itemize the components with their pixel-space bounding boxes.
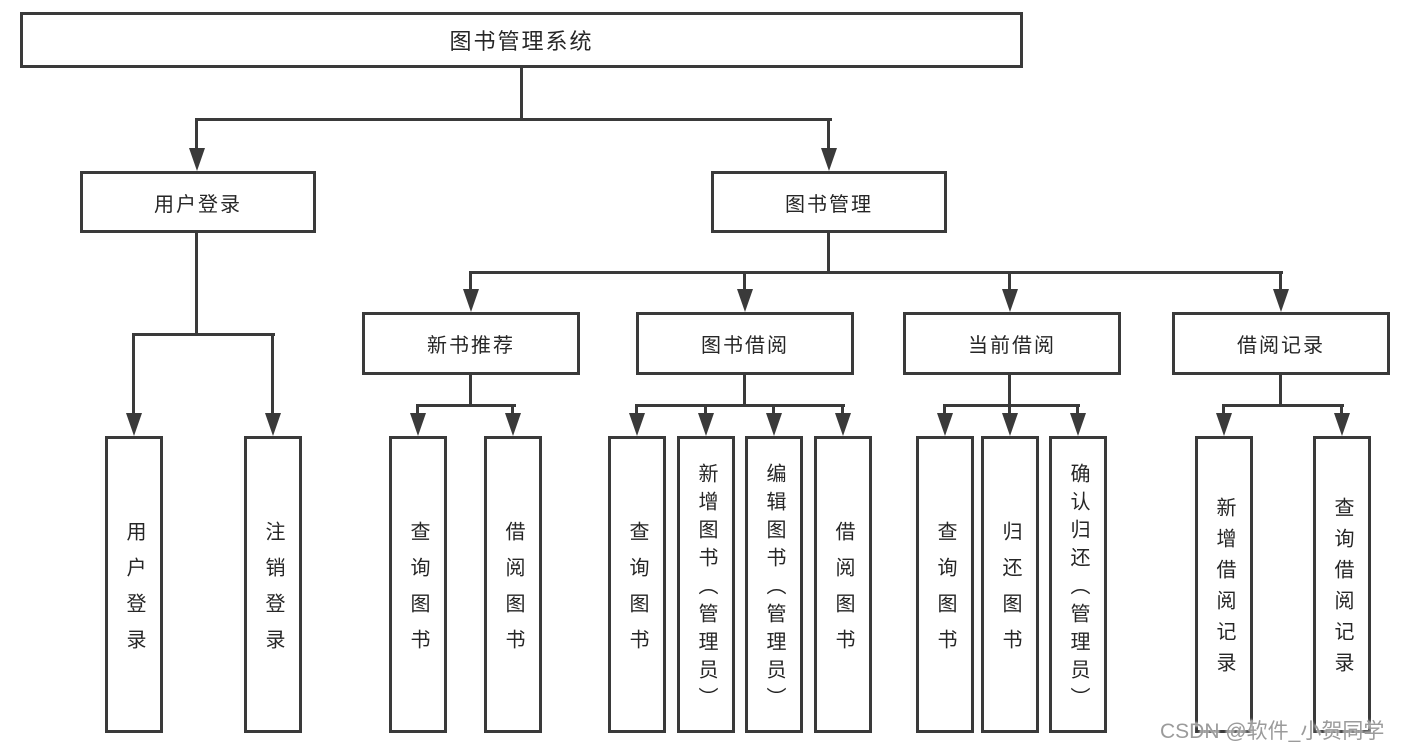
connector-line: [195, 233, 198, 336]
arrow-down-icon: [1002, 289, 1018, 312]
connector-line: [511, 406, 514, 416]
leaf-label: 查询图书: [626, 520, 648, 665]
arrow-down-icon: [126, 413, 142, 436]
connector-line: [943, 406, 946, 416]
node-book-mgmt: 图书管理: [711, 171, 947, 233]
connector-line: [704, 406, 707, 416]
leaf-records-query-record: 查询借阅记录: [1313, 436, 1371, 733]
leaf-label: 借阅图书: [832, 520, 854, 665]
leaf-label: 查询借阅记录: [1331, 497, 1353, 683]
leaf-label: 注销登录: [262, 520, 284, 665]
connector-line: [132, 335, 135, 415]
arrow-down-icon: [505, 413, 521, 436]
node-borrow-records: 借阅记录: [1172, 312, 1390, 375]
node-current-borrow: 当前借阅: [903, 312, 1121, 375]
arrow-down-icon: [1002, 413, 1018, 436]
leaf-label: 确认归还（管理员）: [1067, 462, 1089, 715]
connector-line: [195, 120, 198, 150]
connector-line: [1279, 273, 1282, 291]
connector-line: [772, 406, 775, 416]
arrow-down-icon: [265, 413, 281, 436]
connector-line: [1340, 406, 1343, 416]
arrow-down-icon: [1216, 413, 1232, 436]
leaf-label: 查询图书: [934, 520, 956, 665]
connector-line: [743, 273, 746, 291]
leaf-current-query-book: 查询图书: [916, 436, 974, 733]
arrow-down-icon: [835, 413, 851, 436]
arrow-down-icon: [698, 413, 714, 436]
leaf-label: 新增图书（管理员）: [695, 462, 717, 715]
connector-line: [1222, 406, 1225, 416]
node-root: 图书管理系统: [20, 12, 1023, 68]
connector-line: [1076, 406, 1079, 416]
connector-line: [1008, 375, 1011, 407]
arrow-down-icon: [1070, 413, 1086, 436]
arrow-down-icon: [463, 289, 479, 312]
leaf-borrow-add-book-admin: 新增图书（管理员）: [677, 436, 735, 733]
connector-line: [132, 333, 275, 336]
connector-line: [743, 375, 746, 407]
connector-line: [195, 118, 832, 121]
arrow-down-icon: [821, 148, 837, 171]
connector-line: [635, 404, 845, 407]
arrow-down-icon: [937, 413, 953, 436]
leaf-label: 借阅图书: [502, 520, 524, 665]
leaf-borrow-borrow-book: 借阅图书: [814, 436, 872, 733]
arrow-down-icon: [1273, 289, 1289, 312]
connector-line: [1222, 404, 1344, 407]
connector-line: [416, 406, 419, 416]
leaf-borrow-edit-book-admin: 编辑图书（管理员）: [745, 436, 803, 733]
connector-line: [520, 67, 523, 120]
arrow-down-icon: [1334, 413, 1350, 436]
leaf-label: 编辑图书（管理员）: [763, 462, 785, 715]
leaf-label: 查询图书: [407, 520, 429, 665]
leaf-borrow-query-book: 查询图书: [608, 436, 666, 733]
leaf-current-confirm-return-admin: 确认归还（管理员）: [1049, 436, 1107, 733]
leaf-label: 归还图书: [999, 520, 1021, 665]
connector-line: [827, 120, 830, 150]
arrow-down-icon: [189, 148, 205, 171]
connector-line: [943, 404, 1080, 407]
connector-line: [827, 233, 830, 274]
leaf-logout-login: 注销登录: [244, 436, 302, 733]
connector-line: [635, 406, 638, 416]
leaf-user-login: 用户登录: [105, 436, 163, 733]
node-new-book-recommend: 新书推荐: [362, 312, 580, 375]
connector-line: [1008, 273, 1011, 291]
node-user-login: 用户登录: [80, 171, 316, 233]
connector-line: [1008, 406, 1011, 416]
leaf-label: 用户登录: [123, 520, 145, 665]
leaf-recommend-borrow-book: 借阅图书: [484, 436, 542, 733]
node-book-borrow: 图书借阅: [636, 312, 854, 375]
leaf-recommend-query-book: 查询图书: [389, 436, 447, 733]
arrow-down-icon: [410, 413, 426, 436]
connector-line: [271, 335, 274, 415]
leaf-current-return-book: 归还图书: [981, 436, 1039, 733]
connector-line: [416, 404, 516, 407]
arrow-down-icon: [737, 289, 753, 312]
connector-line: [1279, 375, 1282, 407]
arrow-down-icon: [629, 413, 645, 436]
connector-line: [469, 375, 472, 407]
connector-line: [469, 271, 1283, 274]
leaf-records-add-record: 新增借阅记录: [1195, 436, 1253, 733]
watermark: CSDN @软件_小贺同学: [1160, 720, 1385, 743]
arrow-down-icon: [766, 413, 782, 436]
connector-line: [841, 406, 844, 416]
leaf-label: 新增借阅记录: [1213, 497, 1235, 683]
connector-line: [469, 273, 472, 291]
